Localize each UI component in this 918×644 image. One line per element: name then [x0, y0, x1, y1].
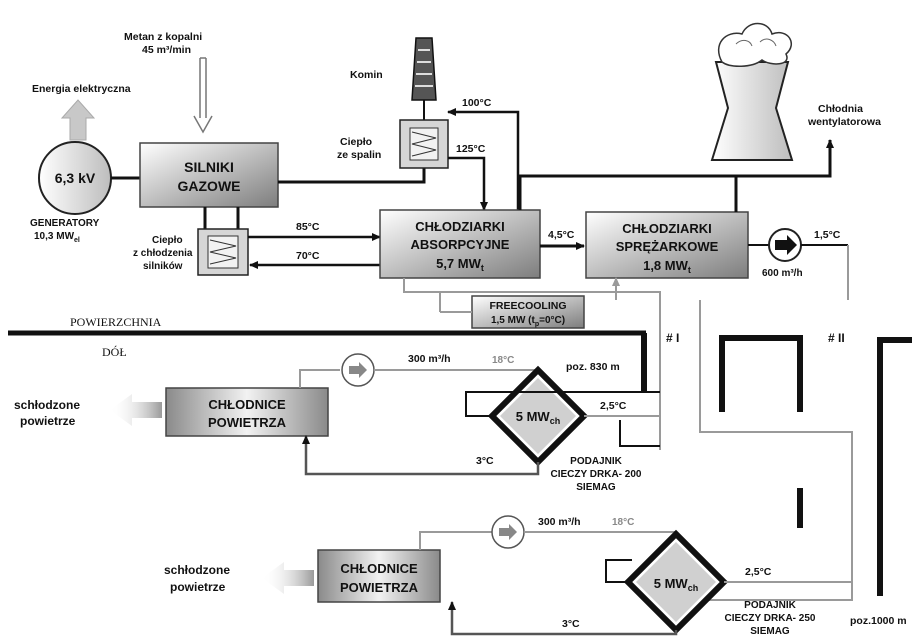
compressor-chillers-box	[585, 211, 749, 279]
cieplo-spalin-line2: ze spalin	[337, 149, 381, 161]
dol-label: DÓŁ	[102, 345, 127, 359]
powierzchnia-label: POWIERZCHNIA	[70, 315, 162, 329]
chlodnice-b-line1: CHŁODNICE	[340, 561, 418, 576]
mw-a: 5 MWch	[516, 409, 560, 426]
temp-18-b: 18°C	[612, 517, 634, 528]
podajnik-a-line2: CIECZY DRKA- 200	[551, 469, 642, 480]
temp-100: 100°C	[462, 97, 492, 109]
exhaust-line	[278, 168, 426, 184]
chlodnia-line1: Chłodnia	[818, 103, 863, 115]
schlodzone-a-line2: powietrze	[20, 414, 76, 428]
podajnik-b-line1: PODAJNIK	[744, 600, 796, 611]
shaft-2-wall	[877, 337, 912, 596]
line-125c	[448, 156, 488, 211]
air-coolers-a-box	[165, 387, 329, 437]
temp-1-5: 1,5°C	[814, 229, 841, 241]
chimney-icon	[411, 37, 437, 120]
spr-line1: CHŁODZIARKI	[622, 221, 712, 236]
chlodnice-a-line1: CHŁODNICE	[208, 397, 286, 412]
energy-output-arrow	[60, 99, 96, 141]
generator-voltage: 6,3 kV	[55, 170, 96, 186]
absorption-chillers-box	[379, 209, 541, 279]
cooling-tower-icon	[710, 22, 794, 161]
cooled-air-arrow-b	[262, 562, 314, 594]
cieplo-silnikow-line2: z chłodzenia	[133, 248, 193, 259]
freecooling-box	[471, 295, 585, 329]
energia-label: Energia elektryczna	[32, 83, 131, 95]
podajnik-b-line2: CIECZY DRKA- 250	[725, 613, 816, 624]
spr-line3: 1,8 MWt	[643, 258, 691, 275]
cieplo-silnikow-line1: Ciepło	[152, 235, 183, 246]
cooled-air-arrow-a	[110, 394, 162, 426]
line-100c	[447, 108, 520, 210]
silniki-gazowe-box	[139, 142, 279, 208]
cieplo-silnikow-line3: silników	[143, 261, 183, 272]
free-line2: 1,5 MW (tp=0°C)	[491, 315, 565, 328]
temp-85: 85°C	[296, 221, 320, 233]
komin-label: Komin	[350, 69, 383, 81]
absorp-line1: CHŁODZIARKI	[415, 219, 505, 234]
schlodzone-b-line1: schłodzone	[164, 563, 230, 577]
cieplo-spalin-line1: Ciepło	[340, 136, 372, 148]
schlodzone-b-line2: powietrze	[170, 580, 226, 594]
metan-label-line2: 45 m³/min	[142, 44, 191, 56]
generatory-line2: 10,3 MWel	[34, 231, 80, 244]
poz-1000: poz.1000 m	[850, 615, 907, 627]
temp-70: 70°C	[296, 250, 320, 262]
podajnik-a-line3: SIEMAG	[576, 482, 616, 493]
shaft-2-frame	[719, 335, 803, 412]
generatory-line1: GENERATORY	[30, 218, 100, 229]
silniki-line1: SILNIKI	[184, 159, 234, 175]
chlodnice-a-line2: POWIETRZA	[208, 415, 287, 430]
temp-18-a: 18°C	[492, 355, 514, 366]
absorp-line2: ABSORPCYJNE	[411, 237, 510, 252]
poz-830: poz. 830 m	[566, 361, 620, 373]
podajnik-b-line3: SIEMAG	[750, 626, 790, 637]
shaft-2-label: # II	[828, 331, 845, 345]
flow-300-b: 300 m³/h	[538, 516, 581, 528]
flow-600: 600 m³/h	[762, 268, 803, 279]
temp-2-5-b: 2,5°C	[745, 566, 772, 578]
temp-3-b: 3°C	[562, 618, 580, 630]
metan-label-line1: Metan z kopalni	[124, 31, 202, 43]
temp-4-5: 4,5°C	[548, 229, 575, 241]
pump-a-arrow-icon	[349, 362, 367, 378]
temp-2-5-a: 2,5°C	[600, 400, 627, 412]
shaft-1-label: # I	[666, 331, 679, 345]
chlodnia-line2: wentylatorowa	[807, 116, 881, 128]
spr-line2: SPRĘŻARKOWE	[616, 239, 719, 254]
air-coolers-b-box	[317, 549, 441, 603]
flow-300-a: 300 m³/h	[408, 353, 451, 365]
schlodzone-a-line1: schłodzone	[14, 398, 80, 412]
heat-rejection-line	[518, 139, 834, 210]
methane-inlet-arrow	[193, 57, 213, 134]
chlodnice-b-line2: POWIETRZA	[340, 580, 419, 595]
temp-3-a: 3°C	[476, 455, 494, 467]
podajnik-a-line1: PODAJNIK	[570, 456, 622, 467]
pump-b-arrow-icon	[499, 524, 517, 540]
temp-125: 125°C	[456, 143, 486, 155]
mw-b: 5 MWch	[654, 576, 698, 593]
shaft-2-grey-line	[699, 300, 853, 601]
absorp-line3: 5,7 MWt	[436, 256, 484, 273]
free-line1: FREECOOLING	[489, 300, 566, 312]
silniki-line2: GAZOWE	[178, 178, 241, 194]
pump-top-arrow-icon	[775, 235, 797, 255]
return-grey-line	[403, 278, 661, 300]
